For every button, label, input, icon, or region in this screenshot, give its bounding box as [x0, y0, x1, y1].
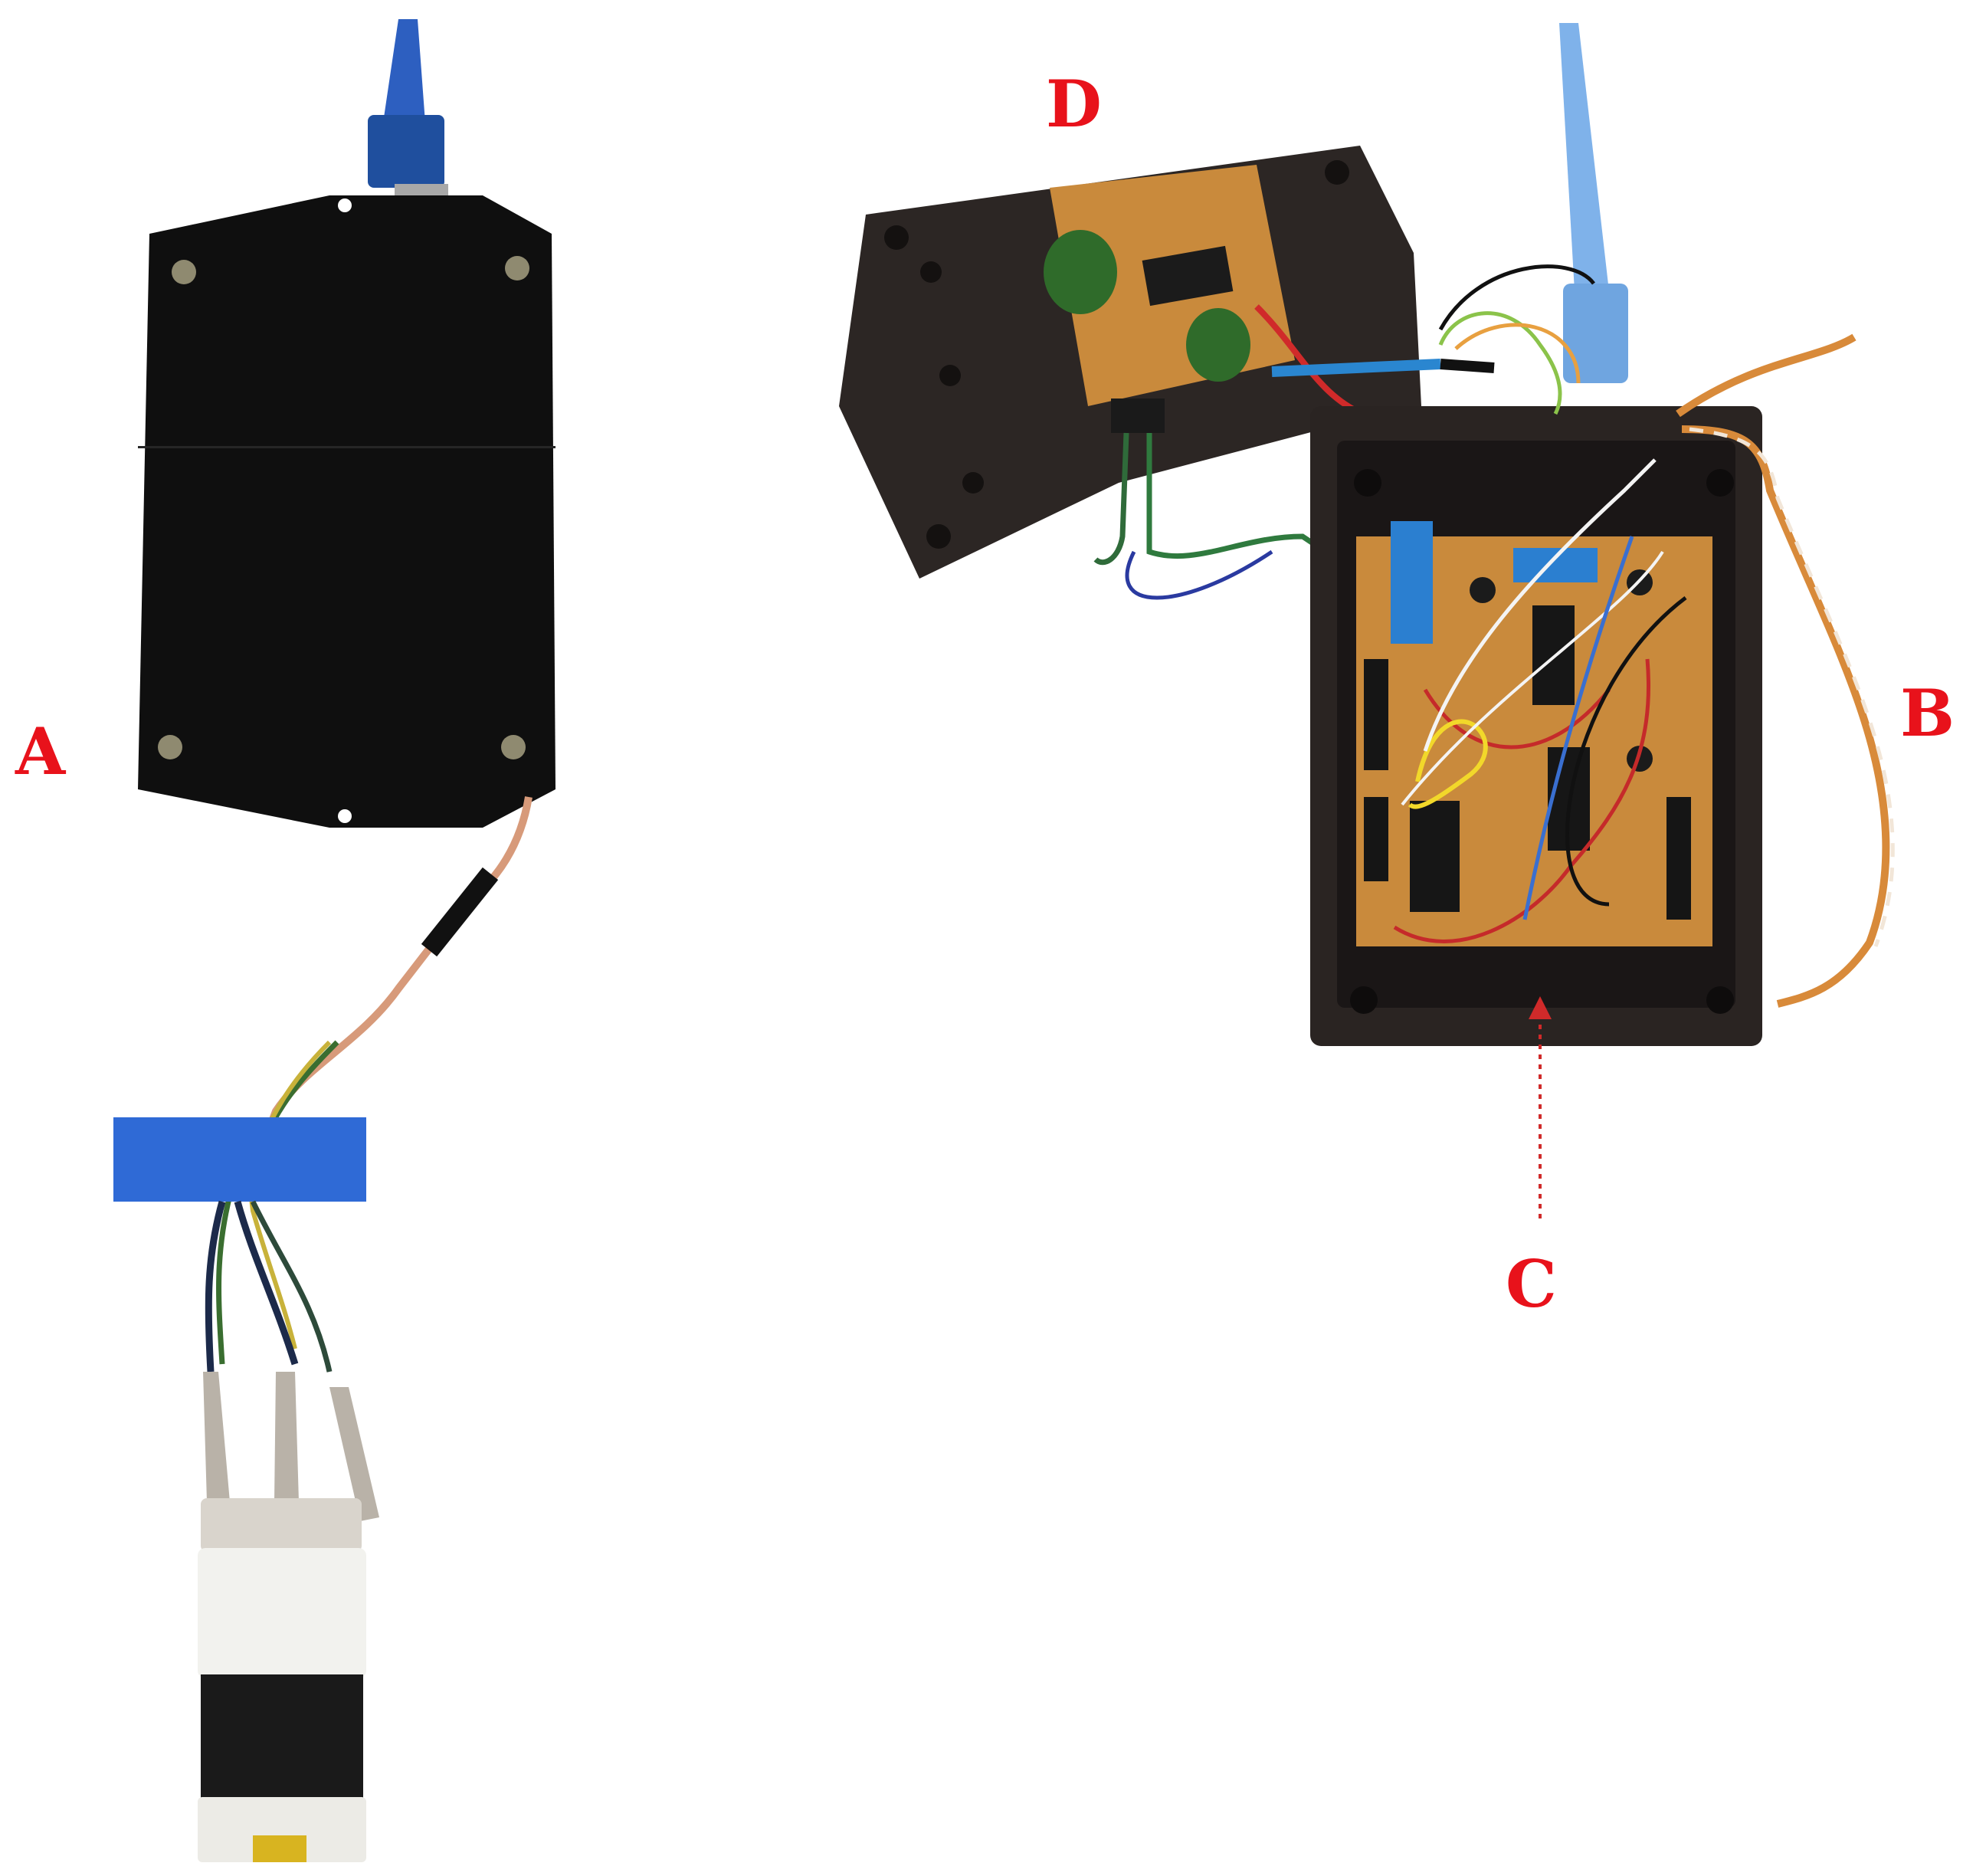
usb-cable-b: [1559, 23, 1609, 291]
lead-wire: [234, 1200, 299, 1366]
alligator-clip: [203, 1372, 230, 1502]
electrolytic-capacitor: [1470, 577, 1496, 603]
pin-header: [1364, 797, 1388, 881]
sensor-label: [253, 1835, 306, 1862]
cable-bundle-to-lid: [1438, 264, 1595, 331]
sensor-body-white: [198, 1548, 366, 1678]
twisted-cable-b: [1676, 333, 1890, 1008]
cable-bundle-to-lid: [1454, 323, 1581, 384]
sensor-base: [198, 1797, 366, 1862]
lid-capacitor: [1044, 230, 1117, 314]
lid-wires-black: [1440, 359, 1495, 373]
lid-ic-chip: [1142, 245, 1234, 307]
enclosure-seam: [138, 446, 555, 448]
screw-post: [1706, 986, 1734, 1014]
usb-plug-b: [1563, 284, 1628, 383]
ic-chip: [1410, 801, 1460, 912]
closed-enclosure: [138, 195, 555, 828]
ic-chip: [1532, 605, 1575, 705]
lid-wires: [1146, 433, 1350, 569]
panel-label-a: A: [15, 713, 67, 789]
terminal-block: [1513, 548, 1598, 582]
screw-icon: [172, 260, 196, 284]
screw-icon: [158, 735, 182, 759]
panel-label-c: C: [1506, 1246, 1557, 1322]
screw-post: [920, 261, 942, 283]
panel-label-d: D: [1046, 66, 1102, 142]
lead-wire: [205, 1200, 226, 1373]
blue-tape: [113, 1117, 366, 1202]
alligator-clip: [329, 1387, 379, 1521]
pcb-wire-blue: [1522, 536, 1634, 920]
lid-wires-blue: [1271, 359, 1441, 377]
pcb-wire-white: [1423, 458, 1657, 752]
lid-connector: [1111, 398, 1165, 433]
usb-plug-a: [368, 115, 444, 188]
pcb-wire-red: [1423, 688, 1611, 749]
pin-header: [1364, 659, 1388, 770]
pcb-wire-white: [1401, 550, 1664, 806]
screw-post: [926, 524, 951, 549]
lid-wires: [1125, 549, 1273, 600]
usb-cable-a: [383, 19, 425, 123]
screw-post: [1354, 469, 1381, 497]
screw-icon: [505, 256, 529, 280]
screw-post: [1706, 469, 1734, 497]
sensor-cable-sleeve: [421, 867, 499, 957]
sensor-coil: [201, 1674, 363, 1801]
screw-post: [1325, 160, 1349, 185]
screw-post: [939, 365, 961, 386]
screw-post: [1350, 986, 1378, 1014]
twisted-cable-b-white: [1689, 427, 1895, 947]
sensor-cable: [249, 796, 533, 1174]
pcb-wire-black: [1565, 596, 1687, 907]
lid-wires: [1132, 536, 1334, 583]
lid-capacitor: [1186, 308, 1250, 382]
alligator-clip: [274, 1372, 299, 1502]
panel-label-b: B: [1900, 675, 1955, 751]
cable-bundle-to-lid: [1438, 311, 1562, 415]
electrolytic-capacitor: [1627, 746, 1653, 772]
device-a-assembly: [113, 19, 555, 1862]
lid-wires: [1093, 432, 1129, 566]
lead-wire: [250, 1200, 333, 1373]
terminal-block: [1391, 521, 1433, 644]
mount-hole: [338, 809, 352, 823]
mount-hole: [338, 198, 352, 212]
pointer-arrowhead-c: [1529, 996, 1552, 1019]
screw-post: [884, 225, 909, 250]
screw-post: [962, 472, 984, 494]
device-open-assembly: [839, 23, 1895, 1218]
sensor-cap: [201, 1498, 362, 1552]
pcb-wire-yellow: [1408, 719, 1488, 809]
pin-header: [1666, 797, 1691, 920]
screw-icon: [501, 735, 526, 759]
